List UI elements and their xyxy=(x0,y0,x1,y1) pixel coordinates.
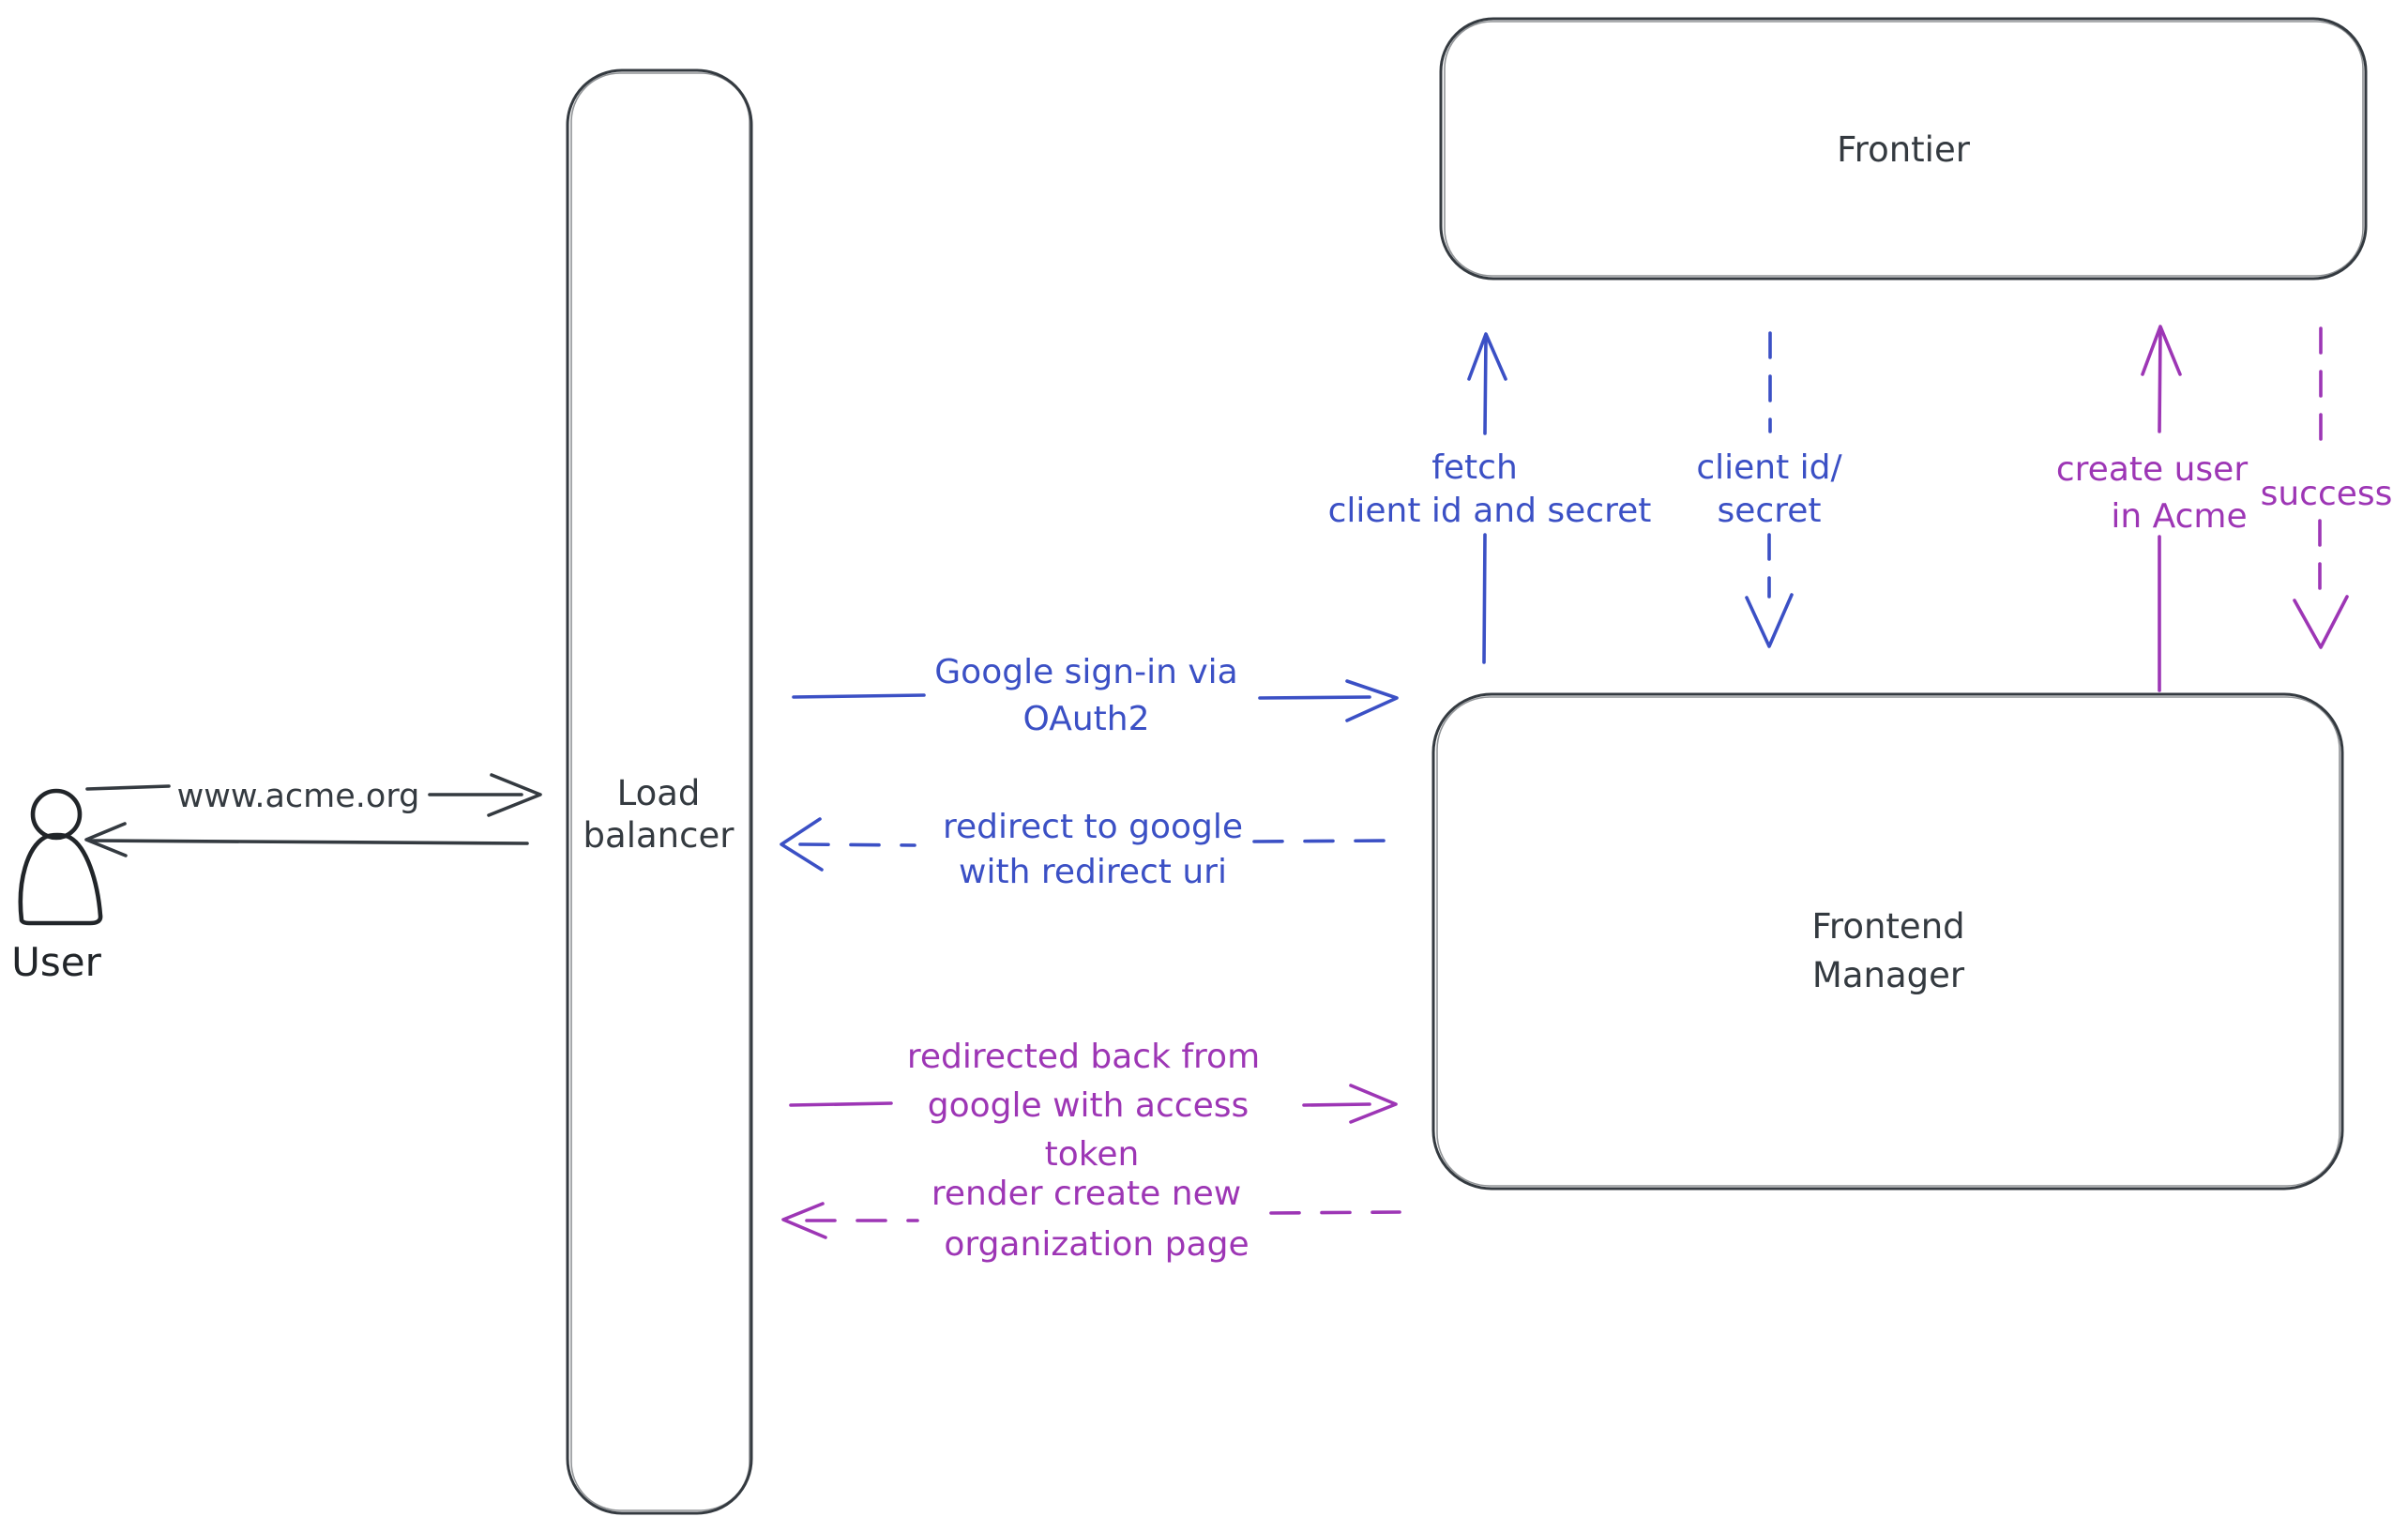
frontend-manager-label-line2: Manager xyxy=(1812,955,1965,995)
render-org-page-label-line1: render create new xyxy=(931,1175,1241,1213)
fetch-client-arrow: fetch client id and secret xyxy=(1328,332,1652,664)
fetch-client-label-line1: fetch xyxy=(1431,448,1518,487)
load-balancer-label-line2: balancer xyxy=(583,815,735,856)
frontend-manager-label-line1: Frontend xyxy=(1811,906,1964,947)
client-id-secret-arrowhead xyxy=(1745,593,1794,648)
user-label: User xyxy=(11,939,101,985)
user-body xyxy=(18,832,103,926)
google-signin-arrowhead xyxy=(1345,679,1399,722)
create-user-arrow: create user in Acme xyxy=(2056,325,2248,692)
redirected-back-label-line3: token xyxy=(1045,1135,1140,1174)
www-request-arrow: www.acme.org xyxy=(85,773,542,817)
load-balancer-box xyxy=(566,68,753,1515)
frontend-manager-node: Frontend Manager xyxy=(1431,692,2344,1191)
frontier-box xyxy=(1439,17,2368,281)
client-id-secret-label-line1: client id/ xyxy=(1696,448,1842,487)
user-head xyxy=(30,788,83,841)
redirect-to-google-arrowhead xyxy=(780,817,824,872)
frontend-manager-box-sketch-echo xyxy=(1436,696,2340,1187)
frontier-node: Frontier xyxy=(1439,17,2368,281)
load-balancer-box-sketch-echo xyxy=(570,72,750,1511)
redirected-back-arrowhead xyxy=(1349,1084,1398,1124)
client-id-secret-arrow: client id/ secret xyxy=(1696,331,1843,648)
render-org-page-label-line2: organization page xyxy=(944,1225,1249,1264)
redirect-to-google-arrow: redirect to google with redirect uri xyxy=(780,808,1393,891)
redirect-to-google-label-line2: with redirect uri xyxy=(959,853,1227,891)
frontier-box-sketch-echo xyxy=(1444,21,2364,277)
render-org-page-arrowhead xyxy=(781,1202,827,1239)
redirected-back-arrow: redirected back from google with access … xyxy=(789,1038,1398,1174)
google-signin-label-line2: OAuth2 xyxy=(1023,700,1150,738)
client-id-secret-label-line2: secret xyxy=(1718,492,1822,530)
www-response-arrowhead xyxy=(84,822,128,857)
create-user-label-line2: in Acme xyxy=(2111,497,2247,536)
load-balancer-label-line1: Load xyxy=(617,773,701,813)
create-user-arrowhead xyxy=(2141,325,2182,376)
success-label: success xyxy=(2261,475,2393,513)
success-arrow: success xyxy=(2261,326,2393,649)
redirect-to-google-label-line1: redirect to google xyxy=(943,808,1243,846)
fetch-client-label-line2: client id and secret xyxy=(1328,492,1652,530)
redirected-back-label-line2: google with access xyxy=(928,1086,1249,1125)
www-request-label: www.acme.org xyxy=(177,778,420,815)
load-balancer-node: Load balancer xyxy=(566,68,753,1515)
google-signin-arrow: Google sign-in via OAuth2 xyxy=(792,653,1399,738)
redirected-back-label-line1: redirected back from xyxy=(907,1038,1260,1076)
success-arrowhead xyxy=(2293,595,2349,649)
www-request-arrowhead xyxy=(487,773,542,817)
frontier-label: Frontier xyxy=(1837,129,1971,170)
create-user-label-line1: create user xyxy=(2056,450,2248,489)
fetch-client-arrowhead xyxy=(1467,332,1507,381)
render-org-page-arrow: render create new organization page xyxy=(781,1175,1401,1264)
www-response-arrow xyxy=(84,822,529,857)
google-signin-label-line1: Google sign-in via xyxy=(934,653,1237,691)
user-figure: User xyxy=(11,788,103,985)
frontend-manager-box xyxy=(1431,692,2344,1191)
